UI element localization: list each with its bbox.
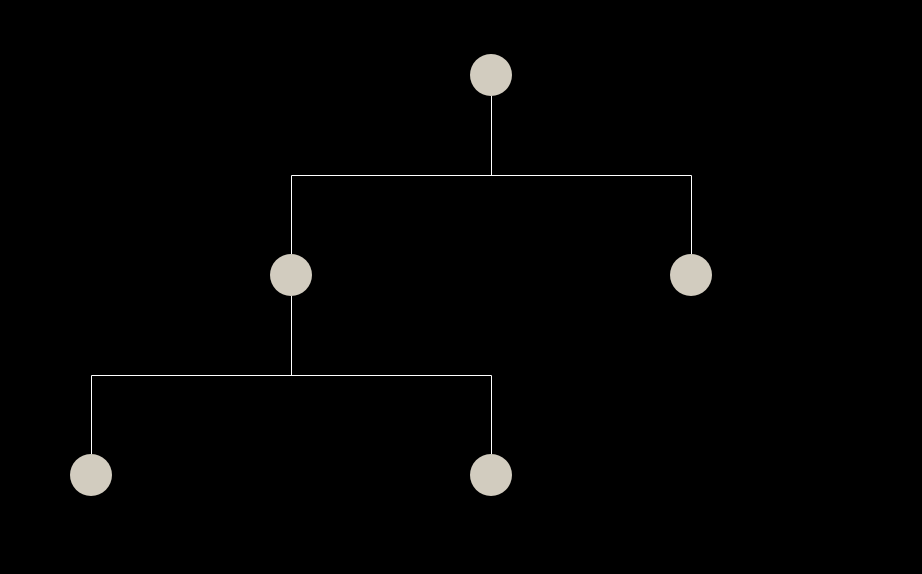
tree-node-n4 (470, 454, 512, 496)
tree-node-n0 (470, 54, 512, 96)
edges-layer (91, 96, 692, 454)
tree-node-n1 (270, 254, 312, 296)
tree-node-n2 (670, 254, 712, 296)
tree-node-n3 (70, 454, 112, 496)
nodes-layer (70, 54, 712, 496)
